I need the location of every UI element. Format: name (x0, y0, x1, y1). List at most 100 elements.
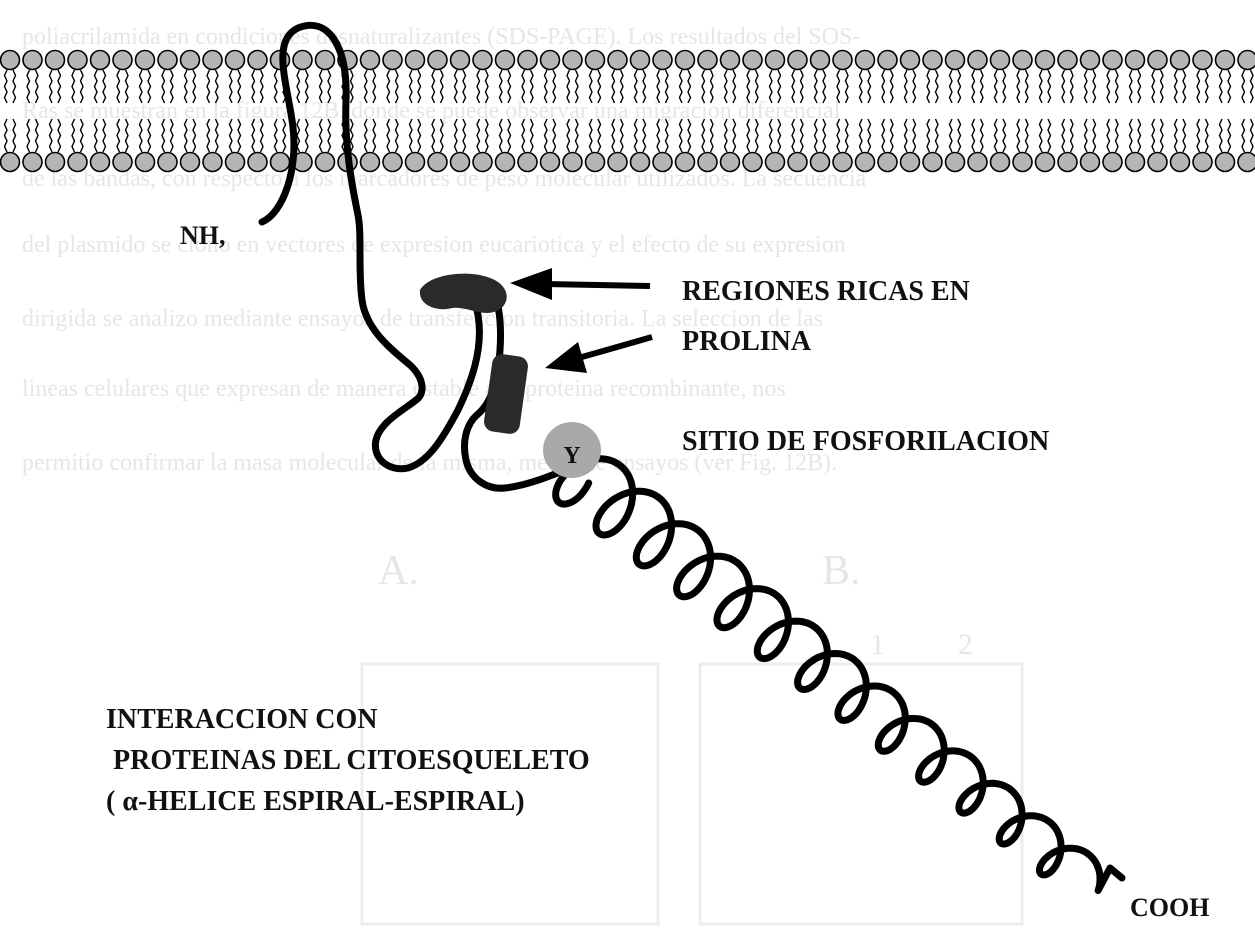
lipid-tail (882, 70, 885, 103)
lipid-tail (1251, 70, 1254, 103)
bg-lane-2: 2 (958, 628, 973, 661)
lipid-head-upper (181, 51, 200, 70)
tyrosine-label: Y (563, 443, 580, 469)
lipid-head-lower (271, 153, 290, 172)
lipid-head-lower (91, 153, 110, 172)
lipid-tail (972, 70, 975, 103)
arrow-2-shaft (582, 337, 652, 357)
arrow-2-head (545, 342, 587, 373)
interaction-label-line-2: PROTEINAS DEL CITOESQUELETO (106, 745, 590, 776)
lipid-head-upper (518, 51, 537, 70)
lipid-head-lower (316, 153, 335, 172)
lipid-tail (1130, 70, 1133, 103)
lipid-tail (1183, 70, 1186, 103)
lipid-head-upper (68, 51, 87, 70)
lipid-head-upper (653, 51, 672, 70)
lipid-tail (1026, 70, 1029, 103)
lipid-tail (13, 119, 16, 152)
lipid-head-upper (788, 51, 807, 70)
lipid-tail (1003, 119, 1006, 152)
lipid-head-upper (1036, 51, 1055, 70)
lipid-head-lower (1148, 153, 1167, 172)
lipid-head-lower (136, 153, 155, 172)
lipid-tail (1093, 70, 1096, 103)
lipid-head-upper (878, 51, 897, 70)
lipid-tail (981, 119, 984, 152)
bg-line-4: del plasmido se clono en vectores de exp… (22, 232, 846, 258)
lipid-head-lower (788, 153, 807, 172)
lipid-head-upper (721, 51, 740, 70)
lipid-tail (1220, 70, 1223, 103)
lipid-tail (1242, 70, 1245, 103)
lipid-tail (1071, 119, 1074, 152)
lipid-tail (1228, 70, 1231, 103)
lipid-tail (1138, 70, 1141, 103)
lipid-tail (1161, 70, 1164, 103)
lipid-tail (1026, 119, 1029, 152)
lipid-head-upper (23, 51, 42, 70)
lipid-tail (913, 70, 916, 103)
cooh-label: COOH (1130, 893, 1209, 922)
lipid-tail (1040, 119, 1043, 152)
lipid-head-upper (1148, 51, 1167, 70)
lipid-head-upper (406, 51, 425, 70)
lipid-tail (936, 119, 939, 152)
lipid-head-upper (1193, 51, 1212, 70)
lipid-head-upper (563, 51, 582, 70)
lipid-head-lower (563, 153, 582, 172)
lipid-head-lower (46, 153, 65, 172)
phosphorylation-site: Y (543, 422, 601, 478)
lipid-tail (905, 70, 908, 103)
lipid-head-upper (676, 51, 695, 70)
lipid-tail (905, 119, 908, 152)
lipid-tail (927, 119, 930, 152)
lipid-tail (1107, 70, 1110, 103)
lipid-tail (1228, 119, 1231, 152)
lipid-head-lower (496, 153, 515, 172)
lipid-tail (1017, 70, 1020, 103)
lipid-head-lower (1058, 153, 1077, 172)
lipid-head-upper (1058, 51, 1077, 70)
bg-line-1: poliacrilamida en condiciones desnatural… (22, 24, 860, 50)
lipid-head-upper (586, 51, 605, 70)
lipid-head-lower (361, 153, 380, 172)
bg-panel-b: B. (822, 548, 861, 594)
lipid-head-upper (226, 51, 245, 70)
lipid-head-lower (1103, 153, 1122, 172)
lipid-head-upper (451, 51, 470, 70)
proline-label-line-1: REGIONES RICAS EN (682, 276, 970, 307)
lipid-head-lower (113, 153, 132, 172)
lipid-head-lower (1238, 153, 1255, 172)
lipid-tail (1138, 119, 1141, 152)
interaction-label-line-3: ( α-HELICE ESPIRAL-ESPIRAL) (106, 786, 525, 817)
lipid-tail (1093, 119, 1096, 152)
lipid-tail (1003, 70, 1006, 103)
lipid-tail (1062, 70, 1065, 103)
lipid-head-lower (451, 153, 470, 172)
lipid-tail (13, 70, 16, 103)
lipid-tail (1220, 119, 1223, 152)
lipid-head-upper (1, 51, 20, 70)
lipid-head-upper (923, 51, 942, 70)
lipid-head-upper (991, 51, 1010, 70)
lipid-head-upper (946, 51, 965, 70)
lipid-head-lower (1216, 153, 1235, 172)
lipid-tail (1206, 70, 1209, 103)
lipid-head-lower (676, 153, 695, 172)
lipid-head-lower (23, 153, 42, 172)
lipid-head-upper (811, 51, 830, 70)
lipid-head-upper (383, 51, 402, 70)
lipid-tail (913, 119, 916, 152)
lipid-tail (1116, 70, 1119, 103)
bg-lane-1: 1 (870, 628, 885, 661)
lipid-head-lower (1036, 153, 1055, 172)
lipid-head-lower (878, 153, 897, 172)
lipid-tail (927, 70, 930, 103)
lipid-head-lower (226, 153, 245, 172)
lipid-head-lower (1193, 153, 1212, 172)
lipid-head-upper (698, 51, 717, 70)
lipid-head-upper (631, 51, 650, 70)
lipid-head-upper (833, 51, 852, 70)
lipid-head-upper (316, 51, 335, 70)
lipid-tail (1071, 70, 1074, 103)
